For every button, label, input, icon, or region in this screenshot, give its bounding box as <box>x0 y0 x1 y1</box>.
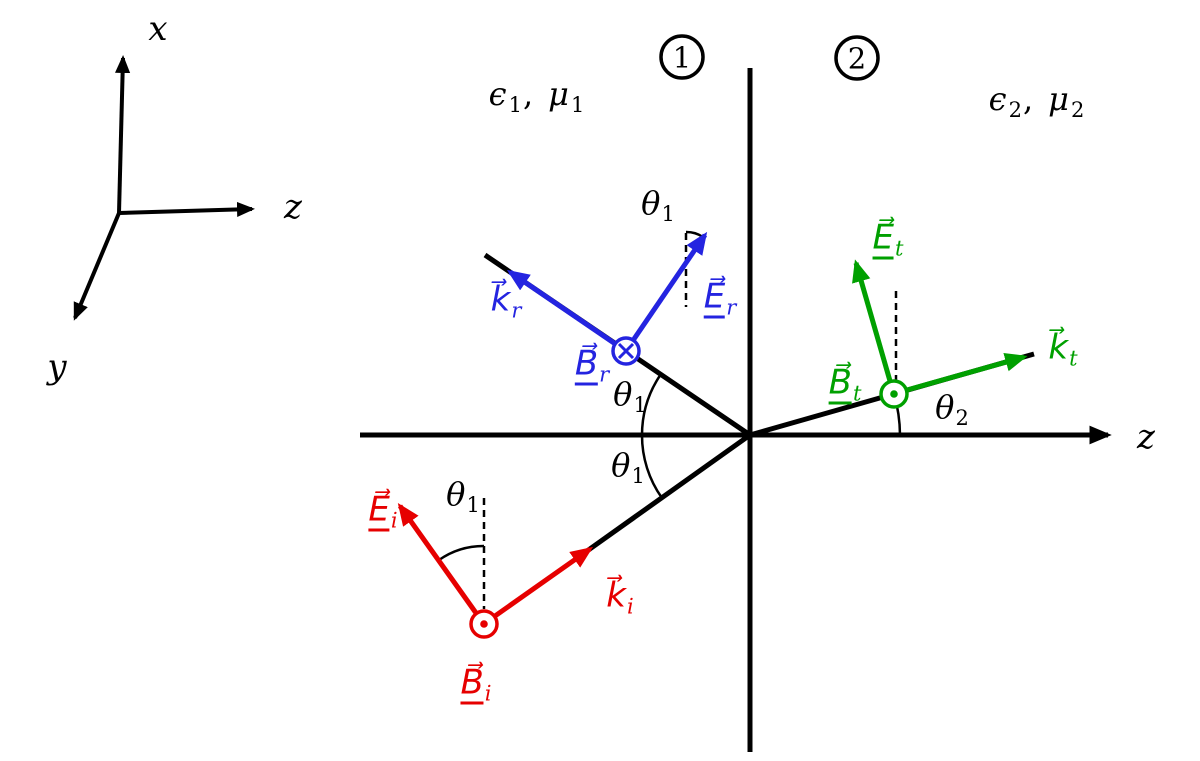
region2-medium-label: ϵ2,μ2 <box>988 80 1086 122</box>
b-r-cross-line-2 <box>617 342 635 360</box>
e-r-arrow <box>631 231 708 341</box>
theta1-arc-e-reflected <box>685 230 704 239</box>
triad-x-label: x <box>148 9 168 49</box>
theta1-label-incident: θ1 <box>611 446 645 488</box>
e-r-label: E⃗r <box>703 276 737 320</box>
region1-medium-label: ϵ1,μ1 <box>488 75 586 117</box>
b-r-label: B⃗r <box>574 343 610 387</box>
theta2-label-transmitted: θ2 <box>935 388 969 430</box>
e-t-label: E⃗t <box>872 217 904 261</box>
b-t-dot <box>890 390 898 398</box>
theta1-arc-e-incident <box>438 544 485 562</box>
k-i-label: k⃗i <box>606 575 634 619</box>
e-i-label: E⃗i <box>368 489 398 533</box>
region2-number-circle <box>834 35 880 81</box>
region1-number-circle <box>659 34 705 80</box>
triad-y-label: y <box>47 347 67 387</box>
theta1-arc-incident <box>640 434 664 499</box>
triad-z-label: z <box>284 187 302 227</box>
e-i-arrow <box>397 502 479 615</box>
e-t-arrow <box>852 259 893 382</box>
b-i-dot <box>480 620 488 628</box>
triad-z-axis-arrow <box>118 201 255 218</box>
k-t-arrow <box>906 352 1028 393</box>
theta1-label-e-incident: θ1 <box>446 475 480 517</box>
k-t-label: k⃗t <box>1048 327 1078 371</box>
region1-number: 1 <box>672 40 692 75</box>
theta1-label-e-reflected: θ1 <box>641 184 675 226</box>
b-t-label: B⃗t <box>828 362 862 406</box>
theta1-label-reflected: θ1 <box>613 375 647 417</box>
incident-ray-line <box>585 432 752 554</box>
region2-number: 2 <box>847 41 867 76</box>
k-r-arrow <box>506 269 616 346</box>
k-r-label: k⃗r <box>490 279 522 323</box>
triad-x-axis-arrow <box>115 55 131 214</box>
k-i-arrow <box>493 546 594 619</box>
triad-y-axis-arrow <box>73 212 121 321</box>
theta1-arc-reflected <box>640 373 663 436</box>
z-axis-label: z <box>1137 417 1155 457</box>
b-i-label: B⃗i <box>460 662 492 706</box>
